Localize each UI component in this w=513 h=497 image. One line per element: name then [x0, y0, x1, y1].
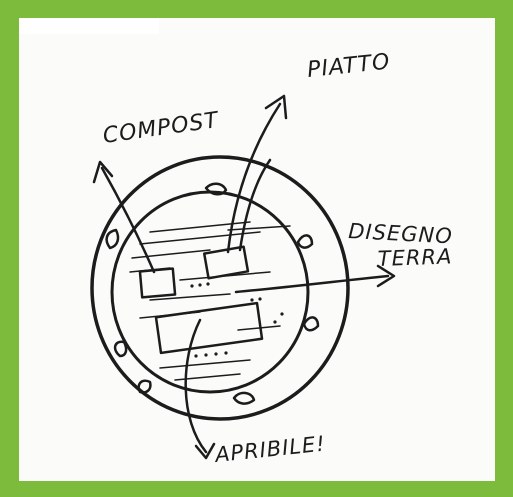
piatto-box [204, 247, 248, 279]
label-compost: COMPOST [101, 108, 221, 149]
label-terra: TERRA [377, 244, 452, 271]
label-piatto: PIATTO [306, 49, 392, 83]
hatching [130, 222, 290, 380]
label-apribile: APRIBILE! [212, 432, 327, 468]
compost-box [140, 269, 175, 298]
ring-decorations [107, 184, 318, 404]
apribile-hatch [156, 303, 262, 353]
outer-ring [92, 157, 348, 419]
